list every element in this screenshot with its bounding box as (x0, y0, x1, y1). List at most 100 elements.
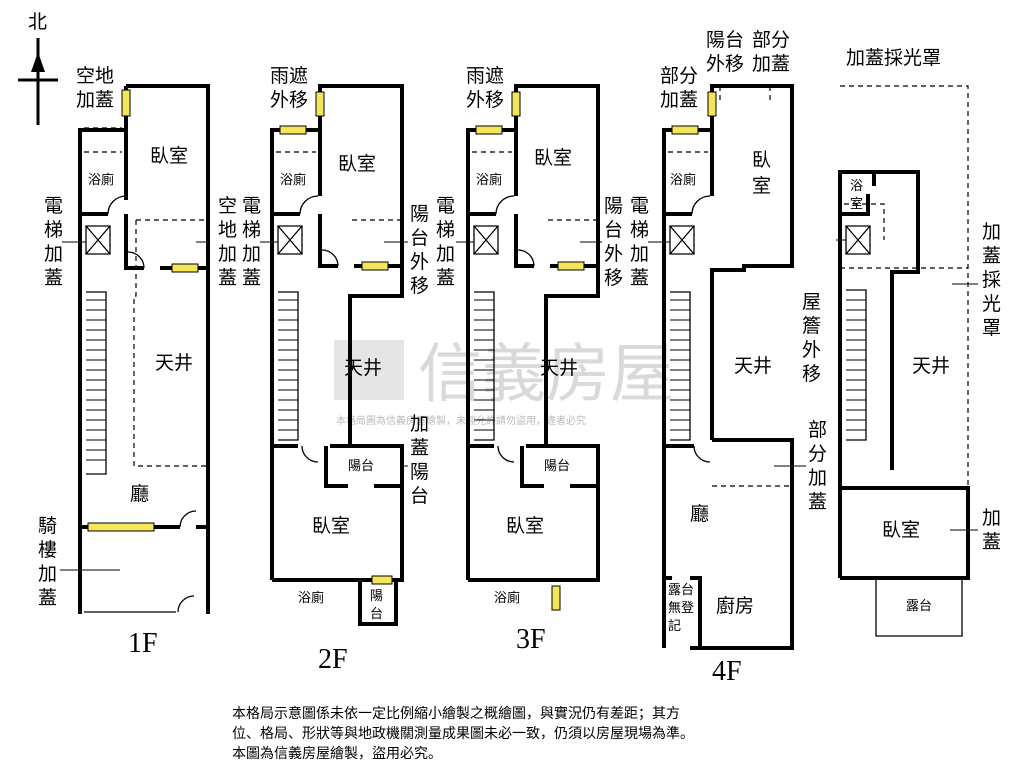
4f-hall: 廳 (690, 503, 709, 525)
1f-floor-label: 1F (128, 628, 158, 659)
disclaimer: 本格局示意圖係未依一定比例縮小繪製之概繪圖，與實況仍有差距；其方 位、格局、形狀… (232, 704, 832, 764)
4f-bath-top: 浴廁 (670, 172, 696, 188)
1f-elev-4: 蓋 (44, 267, 63, 289)
1f-elev-1: 電 (44, 195, 63, 217)
1f-elev-3: 加 (44, 243, 63, 265)
3f-atrium: 天井 (540, 357, 578, 379)
2f-balcony-small-1: 陽 (370, 589, 383, 604)
4f-elev-3: 加 (630, 243, 649, 265)
2f-bath-bottom: 浴廁 (298, 590, 324, 606)
1f-arcade-3: 加 (38, 563, 57, 585)
4f-note-tm-1: 陽台 (706, 29, 744, 51)
watermark-notice: 本格局圖為信義房屋繪製，未經允許請勿盜用，違者必究 (336, 414, 586, 427)
3f-note-top-1: 雨遮 (466, 65, 504, 87)
3f-bedroom-bottom: 臥室 (506, 515, 544, 537)
2f-add-1: 加 (410, 413, 429, 435)
4f-atrium: 天井 (734, 355, 772, 377)
1f-atrium: 天井 (155, 352, 193, 374)
2f-land-4: 蓋 (218, 267, 237, 289)
2f-add-4: 台 (410, 485, 429, 507)
3f-bath-bottom: 浴廁 (494, 590, 520, 606)
2f-land-1: 空 (218, 195, 237, 217)
4f-terrace-note-2: 無登 (668, 601, 694, 616)
1f-bedroom: 臥室 (150, 145, 188, 167)
3f-bedroom-top: 臥室 (534, 147, 572, 169)
5f-add-2: 蓋 (982, 531, 1001, 553)
2f-shift-3: 外 (410, 251, 429, 273)
brand-logo (334, 340, 404, 400)
2f-floor-label: 2F (318, 644, 348, 675)
2f-bedroom-top: 臥室 (338, 153, 376, 175)
5f-bath-1: 浴 (850, 179, 863, 194)
floor-4f: 浴廁 臥 室 天井 廳 廚房 露台 無登 記 部分 加蓋 陽台 外移 部分 加蓋… (630, 29, 827, 687)
3f-elev-1: 電 (436, 195, 455, 217)
3f-bath-top: 浴廁 (476, 172, 502, 188)
1f-arcade-1: 騎 (38, 515, 57, 537)
3f-shift-2: 台 (604, 219, 623, 241)
2f-atrium: 天井 (344, 357, 382, 379)
5f-add-1: 加 (982, 507, 1001, 529)
3f-floor-label: 3F (516, 624, 546, 655)
2f-elev-2: 梯 (242, 219, 261, 241)
1f-note-top-2: 加蓋 (76, 89, 114, 111)
4f-kitchen: 廚房 (716, 594, 754, 617)
floor-1f: 浴廁 臥室 天井 廳 空地 加蓋 電 梯 加 蓋 騎 樓 加 蓋 1F (38, 65, 210, 659)
3f-shift-3: 外 (604, 243, 623, 265)
3f-elev-3: 加 (436, 243, 455, 265)
5f-sky-2: 蓋 (982, 245, 1001, 267)
floor-5: 浴 室 天井 臥室 露台 加蓋採光罩 加 蓋 採 光 罩 屋 簷 外 移 加 蓋 (802, 47, 1001, 637)
4f-bedroom-top-2: 室 (752, 175, 771, 197)
2f-note-top-1: 雨遮 (270, 65, 308, 87)
3f-elev-2: 梯 (436, 219, 455, 241)
5f-sky-3: 採 (982, 269, 1001, 291)
5f-sky-1: 加 (982, 221, 1001, 243)
2f-elev-3: 加 (242, 243, 261, 265)
4f-terrace-note-1: 露台 (668, 583, 694, 598)
north-label: 北 (28, 11, 47, 33)
4f-note-tl-2: 加蓋 (660, 89, 698, 111)
2f-note-top-2: 外移 (270, 89, 308, 111)
3f-elev-4: 蓋 (436, 267, 455, 289)
2f-add-2: 蓋 (410, 437, 429, 459)
5f-sky-5: 罩 (982, 317, 1001, 339)
1f-note-top-1: 空地 (76, 65, 114, 87)
4f-floor-label: 4F (712, 656, 742, 687)
floor-2f: 浴廁 臥室 天井 陽台 臥室 浴廁 陽 台 雨遮 外移 空 地 加 蓋 電 梯 … (218, 65, 429, 675)
leader-lines (60, 239, 978, 571)
1f-arcade-2: 樓 (38, 539, 57, 561)
2f-shift-2: 台 (410, 227, 429, 249)
1f-elev-2: 梯 (44, 219, 63, 241)
4f-note-tr-2: 加蓋 (752, 53, 790, 75)
3f-shift-1: 陽 (604, 195, 623, 217)
3f-note-top-2: 外移 (466, 89, 504, 111)
2f-elev-1: 電 (242, 195, 261, 217)
floor-3f: 浴廁 臥室 天井 陽台 臥室 浴廁 雨遮 外移 電 梯 加 蓋 陽 台 外 移 … (436, 65, 623, 655)
4f-note-tl-1: 部分 (660, 65, 698, 87)
5f-atrium: 天井 (912, 355, 950, 377)
4f-partial-3: 加 (808, 467, 827, 489)
5f-note-top: 加蓋採光罩 (846, 47, 941, 69)
disclaimer-line: 位、格局、形狀等與地政機關測量成果圖未必一致，仍須以房屋現場為準。 (232, 726, 694, 742)
5f-terrace: 露台 (906, 599, 932, 614)
4f-partial-1: 部 (808, 419, 827, 441)
4f-note-tm-2: 外移 (706, 53, 744, 75)
4f-note-tr-1: 部分 (752, 29, 790, 51)
2f-elev-4: 蓋 (242, 267, 261, 289)
2f-shift-4: 移 (410, 275, 429, 297)
2f-shift-1: 陽 (410, 203, 429, 225)
5f-eave-2: 簷 (802, 315, 821, 337)
4f-elev-4: 蓋 (630, 267, 649, 289)
3f-balcony: 陽台 (544, 459, 570, 474)
4f-bedroom-top-1: 臥 (752, 149, 771, 171)
1f-hall: 廳 (130, 483, 149, 505)
4f-elev-1: 電 (630, 195, 649, 217)
3f-shift-4: 移 (604, 267, 623, 289)
5f-eave-3: 外 (802, 339, 821, 361)
4f-elev-2: 梯 (630, 219, 649, 241)
disclaimer-line: 本格局示意圖係未依一定比例縮小繪製之概繪圖，與實況仍有差距；其方 (232, 706, 680, 722)
compass: 北 (18, 11, 58, 125)
5f-eave-4: 移 (802, 363, 821, 385)
1f-arcade-4: 蓋 (38, 587, 57, 609)
5f-bath-2: 室 (850, 196, 863, 212)
